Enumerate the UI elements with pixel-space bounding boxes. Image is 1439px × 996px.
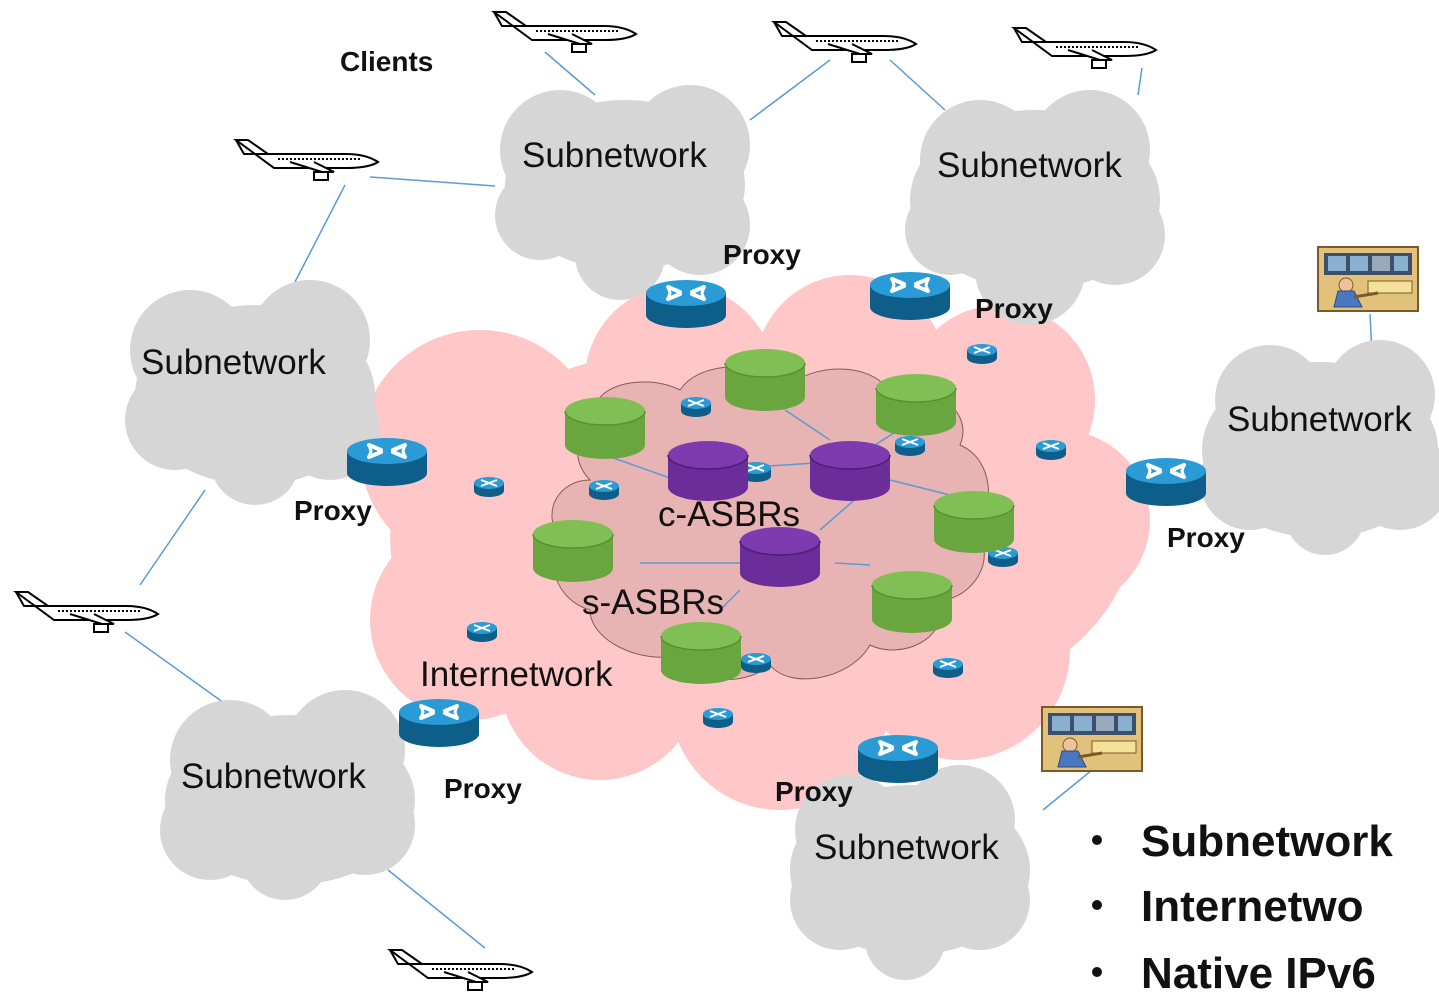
bullet-dot	[1092, 835, 1102, 845]
subnetwork-cloud-top-right	[905, 90, 1165, 325]
control-tower-icon	[1040, 705, 1144, 773]
bullet-item: Internetwo	[1141, 882, 1363, 931]
airplane-icon	[235, 139, 379, 181]
s-asbr-cylinder	[724, 348, 806, 412]
s-asbr-cylinder	[875, 373, 957, 437]
router-icon	[740, 652, 772, 674]
s-asbr-cylinder	[564, 396, 646, 460]
link	[139, 489, 206, 586]
link	[387, 869, 486, 949]
subnetwork-label: Subnetwork	[181, 757, 366, 796]
links	[124, 51, 1373, 949]
subnetwork-label: Subnetwork	[937, 146, 1122, 185]
bullet-item: Subnetwork	[1141, 817, 1393, 866]
bullet-dot	[1092, 967, 1102, 977]
proxy-label: Proxy	[1167, 522, 1245, 553]
airplane-icon	[773, 21, 917, 63]
subnetwork-label: Subnetwork	[522, 136, 707, 175]
proxy-router-icon	[856, 733, 940, 785]
router-icon	[473, 476, 505, 498]
router-icon	[966, 343, 998, 365]
router-icon	[466, 621, 498, 643]
proxy-label: Proxy	[294, 495, 372, 526]
airplane-icon	[389, 949, 533, 991]
s-asbr-cylinder	[532, 519, 614, 583]
link	[749, 59, 831, 121]
c-asbrs-label: c-ASBRs	[658, 495, 800, 534]
proxy-router-icon	[345, 436, 429, 488]
subnetwork-cloud-bottom	[790, 765, 1030, 980]
clients-label: Clients	[340, 46, 433, 77]
airplane-icon	[1013, 27, 1157, 69]
s-asbr-cylinder	[871, 570, 953, 634]
proxy-router-icon	[397, 697, 481, 749]
router-icon	[588, 479, 620, 501]
subnetwork-cloud-right	[1200, 340, 1439, 555]
link	[369, 176, 496, 187]
proxy-router-icon	[644, 278, 728, 330]
c-asbr-cylinder	[809, 440, 891, 502]
link	[1042, 769, 1093, 811]
link	[1137, 67, 1143, 96]
s-asbr-cylinder	[660, 621, 742, 685]
s-asbr-cylinder	[933, 490, 1015, 554]
bullet-item: Native IPv6	[1141, 949, 1376, 991]
router-icon	[894, 435, 926, 457]
subnetwork-label: Subnetwork	[1227, 400, 1412, 439]
link	[294, 184, 346, 283]
proxy-router-icon	[868, 270, 952, 322]
proxy-router-icon	[1124, 456, 1208, 508]
subnetwork-cloud-bottom-left	[160, 690, 415, 900]
subnetwork-label: Subnetwork	[814, 828, 999, 867]
link	[889, 59, 946, 111]
router-icon	[680, 396, 712, 418]
link	[544, 51, 596, 96]
router-icon	[1035, 439, 1067, 461]
bullet-list: Subnetwork Internetwo Native IPv6	[1092, 817, 1393, 996]
proxy-label: Proxy	[775, 776, 853, 807]
bullet-dot	[1092, 900, 1102, 910]
proxy-label: Proxy	[975, 293, 1053, 324]
s-asbrs-label: s-ASBRs	[582, 583, 724, 622]
c-asbr-cylinder	[667, 440, 749, 502]
airplane-icon	[15, 591, 159, 633]
proxy-label: Proxy	[444, 773, 522, 804]
subnetwork-cloud-top	[495, 85, 750, 300]
subnetwork-label: Subnetwork	[141, 343, 326, 382]
control-tower-icon	[1316, 245, 1420, 313]
internetwork-label: Internetwork	[420, 655, 613, 694]
router-icon	[932, 657, 964, 679]
proxy-label: Proxy	[723, 239, 801, 270]
subnetwork-cloud-left	[125, 280, 380, 505]
c-asbr-cylinder	[739, 526, 821, 588]
router-icon	[702, 707, 734, 729]
airplane-icon	[493, 11, 637, 53]
